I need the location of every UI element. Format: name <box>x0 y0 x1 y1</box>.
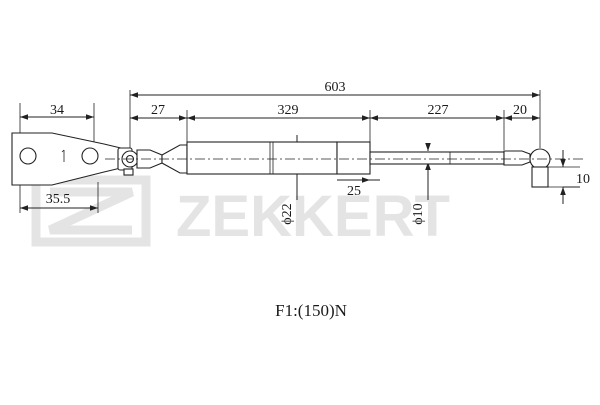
body-step-label: 25 <box>347 184 361 199</box>
right-socket-stem <box>531 166 549 188</box>
cylinder-end <box>336 141 371 175</box>
end-to-body-label: 27 <box>151 103 165 118</box>
rod-diameter-label: ϕ10 <box>411 203 426 224</box>
body-diameter-label: ϕ22 <box>280 203 295 224</box>
watermark-logo: ZEKKERT <box>31 175 450 249</box>
bracket-hole-right <box>81 147 99 165</box>
bracket-hole-left <box>19 147 37 165</box>
bracket-width-label: 34 <box>50 103 64 118</box>
rod-end-label: 20 <box>513 103 527 118</box>
overall-length-label: 603 <box>325 80 346 95</box>
bracket-offset-label: 35.5 <box>46 192 71 207</box>
rod-end-fitting <box>503 150 531 166</box>
dimension-labels: 603 34 27 329 227 20 35.5 25 10 ϕ22 ϕ10 <box>46 80 590 225</box>
watermark-text: ZEKKERT <box>176 184 450 249</box>
piston-rod <box>369 151 505 165</box>
cylinder-body <box>186 141 338 175</box>
force-rating-label: F1:(150)N <box>275 301 347 320</box>
end-offset-label: 10 <box>576 172 590 187</box>
body-length-label: 329 <box>278 103 299 118</box>
gas-spring <box>11 132 585 188</box>
rod-length-label: 227 <box>428 103 449 118</box>
